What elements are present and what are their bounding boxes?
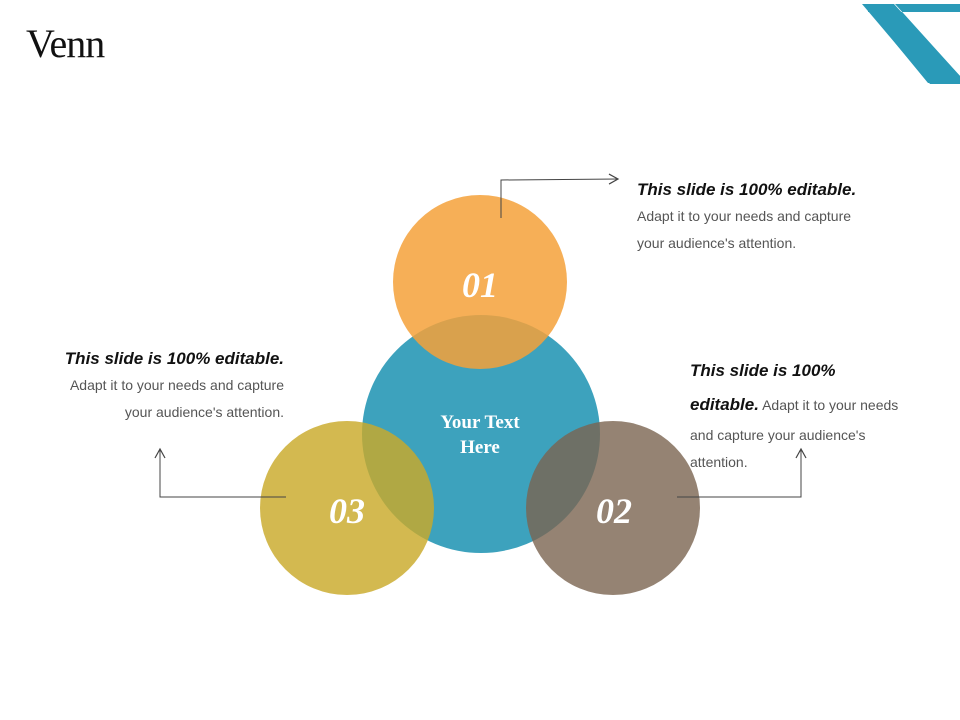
center-label-line2: Here — [460, 437, 500, 458]
callout-right: This slide is 100% editable. Adapt it to… — [690, 354, 930, 476]
venn-circle-03 — [260, 421, 434, 595]
slide-title: Venn — [26, 21, 105, 66]
callout-right-heading-line1: This slide is 100% — [690, 361, 836, 380]
callout-right-body-line2: and capture your audience's — [690, 427, 866, 443]
callout-top-right: This slide is 100% editable. Adapt it to… — [637, 176, 917, 257]
callout-right-body-line1: Adapt it to your needs — [758, 397, 899, 413]
callout-left: This slide is 100% editable. Adapt it to… — [20, 345, 284, 426]
center-label: Your Text Here — [420, 410, 540, 460]
circle-label-03: 03 — [329, 491, 365, 531]
circle-label-01: 01 — [462, 265, 498, 305]
connector-02 — [677, 447, 807, 498]
callout-top-right-heading: This slide is 100% editable. — [637, 180, 857, 199]
callout-left-line2: your audience's attention. — [124, 404, 284, 420]
callout-left-heading: This slide is 100% editable. — [64, 349, 284, 368]
connector-03 — [154, 447, 286, 498]
circle-label-02: 02 — [596, 491, 632, 531]
top-accent-corner — [862, 4, 960, 84]
callout-right-body-line3: attention. — [690, 454, 748, 470]
venn-circle-01 — [393, 195, 567, 369]
callout-right-heading-line2: editable. — [690, 395, 759, 414]
callout-left-line1: Adapt it to your needs and capture — [69, 377, 284, 393]
venn-circle-02 — [526, 421, 700, 595]
center-label-line1: Your Text — [440, 412, 520, 433]
callout-top-right-line1: Adapt it to your needs and capture — [637, 208, 852, 224]
connector-01 — [500, 173, 620, 218]
top-accent-bar — [0, 4, 960, 83]
callout-top-right-line2: your audience's attention. — [637, 235, 797, 251]
